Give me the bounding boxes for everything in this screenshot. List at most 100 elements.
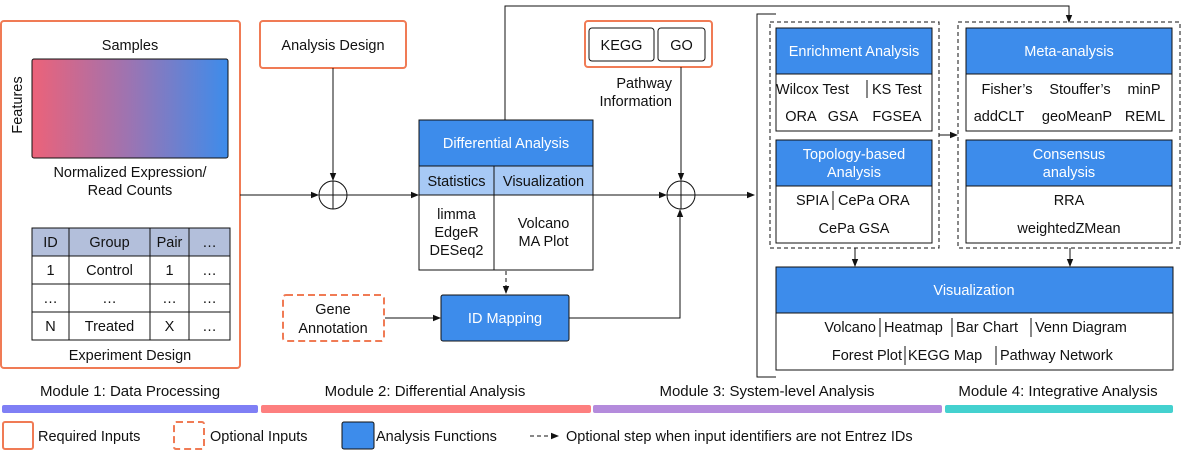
- table-cell: …: [202, 319, 217, 335]
- table-cell: N: [45, 319, 55, 335]
- table-cell: …: [202, 291, 217, 307]
- table-body: [31, 255, 231, 341]
- combine-node-2: [666, 180, 696, 210]
- gene-annotation-box: Gene Annotation: [282, 294, 385, 342]
- visualization-method: Volcano: [824, 320, 876, 336]
- module-2-bar: [261, 405, 591, 413]
- module-3-bar: [593, 405, 942, 413]
- gene-annotation-line1: Gene: [315, 302, 350, 318]
- legend-optional-label: Optional Inputs: [210, 429, 308, 445]
- module-3-label: Module 3: System-level Analysis: [659, 383, 874, 400]
- module-bar: Module 1: Data Processing Module 2: Diff…: [2, 383, 1173, 413]
- topology-method: CePa ORA: [838, 193, 910, 209]
- analysis-design-box: Analysis Design: [259, 20, 407, 69]
- meta-analysis-box: Meta-analysis Fisher’s Stouffer’s minP a…: [965, 27, 1173, 132]
- viz-method: Volcano: [518, 216, 570, 232]
- statistics-header: Statistics: [427, 174, 485, 190]
- meta-title: Meta-analysis: [1024, 44, 1113, 60]
- id-mapping-label: ID Mapping: [468, 311, 542, 327]
- stat-method: DESeq2: [429, 243, 483, 259]
- id-mapping-box: ID Mapping: [440, 294, 570, 342]
- table-cell: Control: [86, 263, 133, 279]
- system-bracket: [756, 13, 776, 378]
- kegg-label: KEGG: [601, 38, 643, 54]
- topology-method: SPIA: [796, 193, 829, 209]
- meta-method: Fisher’s: [981, 82, 1032, 98]
- enrichment-method: FGSEA: [872, 109, 921, 125]
- enrichment-method: ORA: [785, 109, 817, 125]
- legend-required-swatch: [2, 421, 34, 450]
- enrichment-method: Wilcox Test: [776, 82, 849, 98]
- table-cell: …: [102, 291, 117, 307]
- module-2-label: Module 2: Differential Analysis: [325, 383, 526, 400]
- visualization-method: Bar Chart: [956, 320, 1018, 336]
- differential-analysis-box: Differential Analysis Statistics Visuali…: [418, 119, 594, 271]
- pathway-input-box: KEGG GO: [584, 20, 713, 68]
- table-cell: …: [162, 291, 177, 307]
- table-cell: 1: [46, 263, 54, 279]
- go-label: GO: [670, 38, 693, 54]
- table-header-cell: …: [202, 235, 217, 251]
- legend-optional-step-label: Optional step when input identifiers are…: [566, 429, 913, 445]
- visualization-method: KEGG Map: [908, 348, 982, 364]
- experiment-design-caption: Experiment Design: [69, 348, 192, 364]
- topology-analysis-box: Topology-based Analysis SPIA CePa ORA Ce…: [775, 139, 933, 244]
- visualization-method: Pathway Network: [1000, 348, 1114, 364]
- kegg-db: [588, 27, 655, 62]
- topology-title-line2: Analysis: [827, 165, 881, 181]
- legend-required-label: Required Inputs: [38, 429, 140, 445]
- table-header-cell: Pair: [157, 235, 183, 251]
- pathway-info-line1: Pathway: [616, 76, 672, 92]
- legend: Required Inputs Optional Inputs Analysis…: [2, 421, 913, 450]
- visualization-method: Venn Diagram: [1035, 320, 1127, 336]
- table-cell: …: [202, 263, 217, 279]
- module-1-label: Module 1: Data Processing: [40, 383, 220, 400]
- heatmap-caption-line2: Read Counts: [88, 183, 173, 199]
- consensus-analysis-box: Consensus analysis RRA weightedZMean: [965, 139, 1173, 244]
- visualization-method: Forest Plot: [832, 348, 902, 364]
- consensus-method: weightedZMean: [1016, 221, 1120, 237]
- go-db: [657, 27, 706, 62]
- module-4-label: Module 4: Integrative Analysis: [958, 383, 1157, 400]
- meta-method: Stouffer’s: [1049, 82, 1110, 98]
- table-cell: …: [43, 291, 58, 307]
- module-4-bar: [945, 405, 1173, 413]
- stat-method: limma: [437, 207, 477, 223]
- arrow-mapping-to-combine: [569, 209, 684, 319]
- heatmap-caption-line1: Normalized Expression/: [53, 165, 207, 181]
- legend-optional-swatch: [173, 421, 205, 450]
- table-cell: Treated: [85, 319, 134, 335]
- legend-function-label: Analysis Functions: [376, 429, 497, 445]
- enrichment-analysis-box: Enrichment Analysis Wilcox Test KS Test …: [775, 27, 933, 132]
- arrow-differential-to-meta: [504, 5, 1073, 120]
- expression-heatmap: [31, 58, 229, 159]
- meta-method: REML: [1125, 109, 1165, 125]
- enrichment-method: GSA: [828, 109, 859, 125]
- consensus-title-line2: analysis: [1043, 165, 1095, 181]
- legend-function-swatch: [341, 421, 375, 450]
- visualization-title: Visualization: [933, 283, 1014, 299]
- meta-method: addCLT: [974, 109, 1025, 125]
- heatmap-top-label: Samples: [102, 38, 158, 54]
- enrichment-method: KS Test: [872, 82, 922, 98]
- stat-method: EdgeR: [434, 225, 478, 241]
- table-header-cell: Group: [89, 235, 129, 251]
- differential-analysis-title: Differential Analysis: [443, 136, 569, 152]
- table-cell: X: [165, 319, 175, 335]
- enrichment-title: Enrichment Analysis: [789, 44, 920, 60]
- heatmap-side-label: Features: [10, 76, 26, 133]
- topology-method: CePa GSA: [819, 221, 890, 237]
- viz-method: MA Plot: [519, 234, 569, 250]
- visualization-header: Visualization: [503, 174, 584, 190]
- visualization-box: Visualization Volcano Heatmap Bar Chart …: [775, 266, 1174, 371]
- experiment-design-table: ID Group Pair … 1 Control 1 … … … … … N …: [31, 227, 231, 341]
- meta-method: minP: [1127, 82, 1160, 98]
- analysis-design-label: Analysis Design: [281, 38, 384, 54]
- consensus-method: RRA: [1054, 193, 1085, 209]
- combine-node-1: [318, 180, 348, 210]
- visualization-method: Heatmap: [884, 320, 943, 336]
- table-header-row: [31, 227, 231, 257]
- data-input-panel: Samples Features Normalized Expression/ …: [0, 20, 241, 369]
- table-cell: 1: [165, 263, 173, 279]
